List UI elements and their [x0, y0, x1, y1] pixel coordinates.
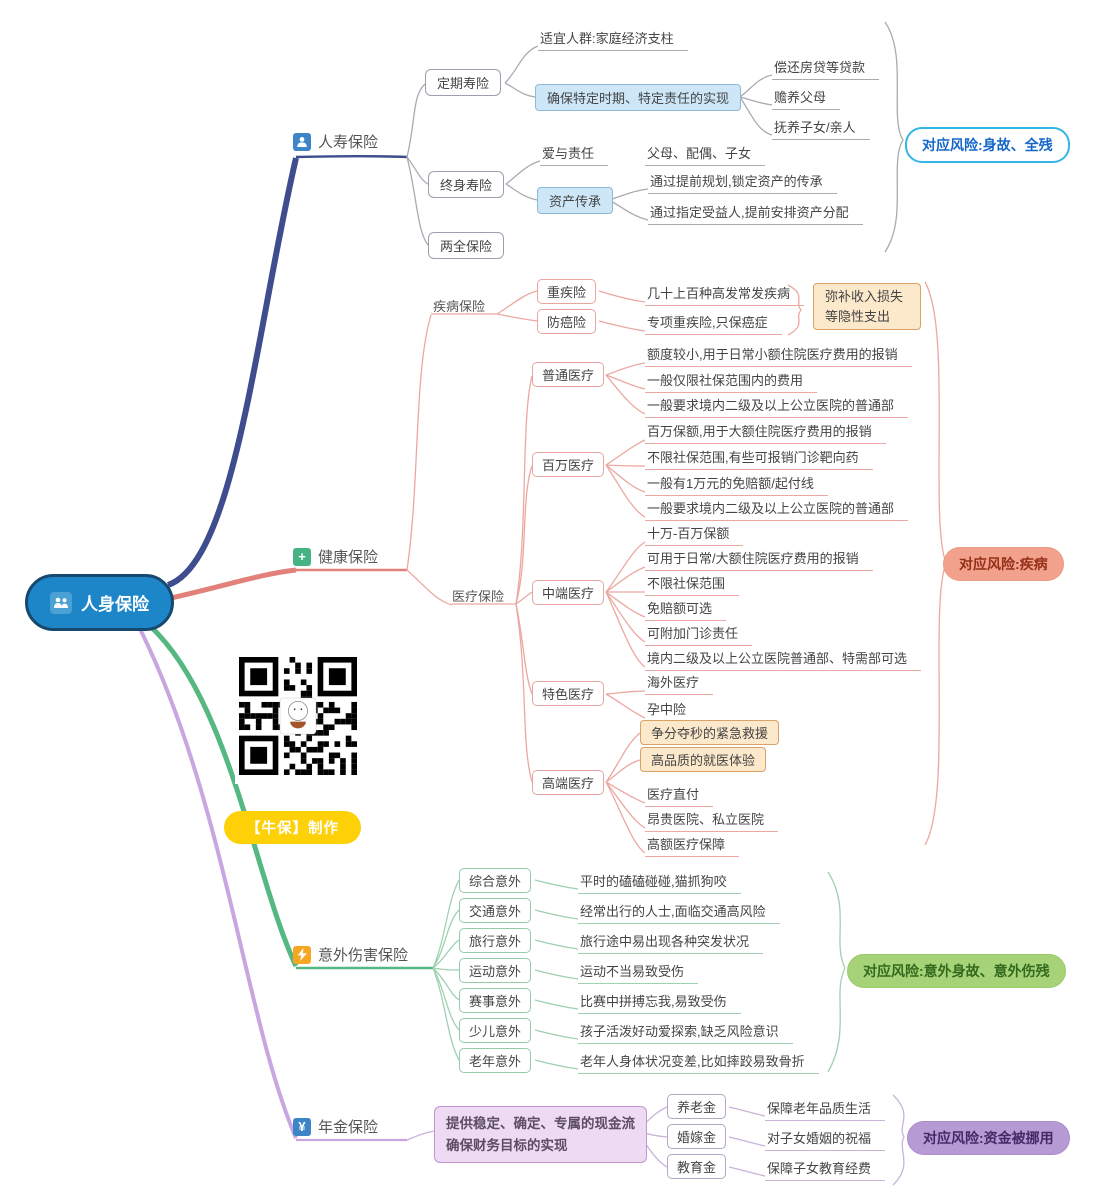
- item-basic-2[interactable]: 一般仅限社保范围内的费用: [645, 370, 818, 393]
- item-legacy-beneficiary[interactable]: 通过指定受益人,提前安排资产分配: [648, 202, 863, 225]
- root-node[interactable]: 人身保险: [25, 574, 174, 631]
- risk-pill-accident[interactable]: 对应风险:意外身故、意外伤残: [847, 954, 1066, 988]
- item-acc-3[interactable]: 旅行途中易出现各种突发状况: [578, 931, 764, 954]
- lightning-icon: [293, 945, 311, 964]
- node-whole-life[interactable]: 终身寿险: [428, 171, 505, 198]
- maker-badge: 【牛保】制作: [224, 811, 361, 844]
- item-basic-3[interactable]: 一般要求境内二级及以上公立医院的普通部: [645, 395, 909, 418]
- branch-annuity-label[interactable]: ¥ 年金保险: [293, 1116, 378, 1137]
- item-special-2[interactable]: 孕中险: [645, 699, 701, 722]
- item-ann-3[interactable]: 保障子女教育经费: [765, 1158, 886, 1181]
- item-term-audience[interactable]: 适宜人群:家庭经济支柱: [538, 28, 688, 51]
- node-pension-fund[interactable]: 养老金: [667, 1094, 727, 1119]
- branch-accident-label[interactable]: 意外伤害保险: [293, 944, 408, 965]
- label-disease-insurance[interactable]: 疾病保险: [433, 299, 486, 314]
- risk-pill-health[interactable]: 对应风险:疾病: [943, 547, 1064, 581]
- item-critical-desc[interactable]: 几十上百种高发常发疾病: [645, 283, 805, 306]
- note-line1: 弥补收入损失: [825, 289, 904, 304]
- node-annuity-purpose[interactable]: 提供稳定、确定、专属的现金流 确保财务目标的实现: [434, 1106, 647, 1164]
- item-special-1[interactable]: 海外医疗: [645, 672, 714, 695]
- branch-health-label[interactable]: + 健康保险: [293, 546, 378, 567]
- node-asset-legacy[interactable]: 资产传承: [537, 187, 614, 214]
- item-mid-5[interactable]: 可附加门诊责任: [645, 623, 753, 646]
- item-mid-6[interactable]: 境内二级及以上公立医院普通部、特需部可选: [645, 648, 922, 671]
- plus-icon: +: [293, 547, 311, 566]
- item-million-4[interactable]: 一般要求境内二级及以上公立医院的普通部: [645, 498, 909, 521]
- item-acc-7[interactable]: 老年人身体状况变差,比如摔跤易致骨折: [578, 1051, 819, 1074]
- people-icon: [50, 591, 72, 614]
- node-basic-medical[interactable]: 普通医疗: [532, 362, 605, 387]
- root-label: 人身保险: [81, 595, 149, 614]
- item-repay-loans[interactable]: 偿还房贷等贷款: [772, 57, 880, 80]
- item-mid-2[interactable]: 可用于日常/大额住院医疗费用的报销: [645, 548, 873, 571]
- item-million-2[interactable]: 不限社保范围,有些可报销门诊靶向药: [645, 447, 873, 470]
- item-ann-2[interactable]: 对子女婚姻的祝福: [765, 1128, 886, 1151]
- item-high-2[interactable]: 昂贵医院、私立医院: [645, 809, 779, 832]
- qr-code: [235, 653, 361, 784]
- node-midend-medical[interactable]: 中端医疗: [532, 580, 605, 605]
- item-acc-2[interactable]: 经常出行的人士,面临交通高风险: [578, 901, 780, 924]
- risk-pill-annuity[interactable]: 对应风险:资金被挪用: [907, 1121, 1070, 1155]
- item-high-1[interactable]: 医疗直付: [645, 784, 714, 807]
- item-ann-1[interactable]: 保障老年品质生活: [765, 1098, 886, 1121]
- node-anti-cancer[interactable]: 防癌险: [537, 309, 597, 334]
- item-high-3[interactable]: 高额医疗保障: [645, 834, 740, 857]
- node-acc-children[interactable]: 少儿意外: [459, 1018, 532, 1043]
- annuity-purpose-line1: 提供稳定、确定、专属的现金流: [446, 1116, 635, 1131]
- node-quality-experience[interactable]: 高品质的就医体验: [640, 747, 767, 772]
- branch-annuity-text: 年金保险: [318, 1119, 379, 1136]
- node-income-loss-note[interactable]: 弥补收入损失 等隐性支出: [813, 283, 921, 330]
- item-million-1[interactable]: 百万保额,用于大额住院医疗费用的报销: [645, 421, 886, 444]
- item-cancer-desc[interactable]: 专项重疾险,只保癌症: [645, 312, 782, 335]
- item-support-parents[interactable]: 赡养父母: [772, 87, 841, 110]
- item-legacy-plan[interactable]: 通过提前规划,锁定资产的传承: [648, 171, 837, 194]
- item-acc-5[interactable]: 比赛中拼搏忘我,易致受伤: [578, 991, 741, 1014]
- node-acc-comprehensive[interactable]: 综合意外: [459, 868, 532, 893]
- item-mid-1[interactable]: 十万-百万保额: [645, 523, 744, 546]
- node-acc-sport[interactable]: 运动意外: [459, 958, 532, 983]
- risk-pill-life[interactable]: 对应风险:身故、全残: [905, 127, 1070, 163]
- node-emergency-rescue[interactable]: 争分夺秒的紧急救援: [640, 720, 780, 745]
- node-acc-elderly[interactable]: 老年意外: [459, 1048, 532, 1073]
- item-raise-children[interactable]: 抚养子女/亲人: [772, 117, 870, 140]
- node-special-medical[interactable]: 特色医疗: [532, 681, 605, 706]
- node-acc-traffic[interactable]: 交通意外: [459, 898, 532, 923]
- branch-accident-text: 意外伤害保险: [318, 947, 409, 964]
- branch-life-label[interactable]: 人寿保险: [293, 131, 378, 152]
- note-line2: 等隐性支出: [825, 308, 891, 324]
- item-basic-1[interactable]: 额度较小,用于日常小额住院医疗费用的报销: [645, 344, 912, 367]
- item-love-targets[interactable]: 父母、配偶、子女: [645, 143, 766, 166]
- item-acc-4[interactable]: 运动不当易致受伤: [578, 961, 699, 984]
- node-acc-travel[interactable]: 旅行意外: [459, 928, 532, 953]
- node-term-life[interactable]: 定期寿险: [425, 69, 502, 96]
- node-term-purpose[interactable]: 确保特定时期、特定责任的实现: [535, 84, 742, 111]
- label-medical-insurance[interactable]: 医疗保险: [452, 589, 505, 604]
- item-acc-6[interactable]: 孩子活泼好动爱探索,缺乏风险意识: [578, 1021, 793, 1044]
- person-icon: [293, 132, 311, 151]
- node-marriage-fund[interactable]: 婚嫁金: [667, 1124, 727, 1149]
- item-mid-3[interactable]: 不限社保范围: [645, 573, 740, 596]
- item-love-duty[interactable]: 爱与责任: [540, 143, 609, 166]
- branch-health-text: 健康保险: [318, 549, 379, 566]
- item-acc-1[interactable]: 平时的磕磕碰碰,猫抓狗咬: [578, 871, 741, 894]
- node-highend-medical[interactable]: 高端医疗: [532, 770, 605, 795]
- node-endowment[interactable]: 两全保险: [428, 232, 505, 259]
- item-million-3[interactable]: 一般有1万元的免赔额/起付线: [645, 473, 828, 496]
- node-education-fund[interactable]: 教育金: [667, 1154, 727, 1179]
- branch-life-text: 人寿保险: [318, 134, 379, 151]
- node-critical-illness[interactable]: 重疾险: [537, 279, 597, 304]
- node-acc-competition[interactable]: 赛事意外: [459, 988, 532, 1013]
- yen-icon: ¥: [293, 1117, 311, 1136]
- node-million-medical[interactable]: 百万医疗: [532, 452, 605, 477]
- annuity-purpose-line2: 确保财务目标的实现: [446, 1137, 568, 1153]
- item-mid-4[interactable]: 免赔额可选: [645, 598, 727, 621]
